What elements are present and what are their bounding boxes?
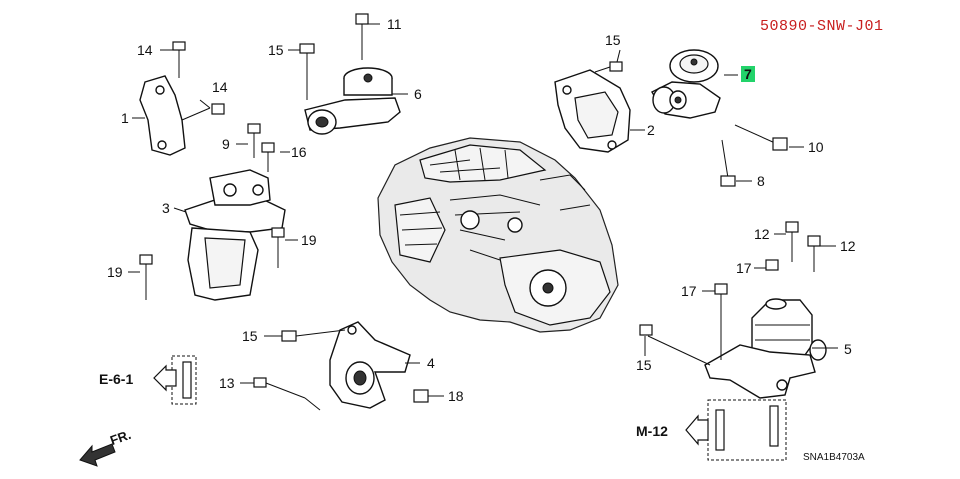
callout-12a[interactable]: 12: [754, 226, 770, 242]
callout-19b[interactable]: 19: [107, 264, 123, 280]
callout-13[interactable]: 13: [219, 375, 235, 391]
part-3-mount: [184, 169, 286, 301]
callout-12b[interactable]: 12: [840, 238, 856, 254]
m12-arrow: [685, 414, 709, 446]
callout-1[interactable]: 1: [121, 110, 129, 126]
leader-lines: [128, 23, 838, 411]
callout-4[interactable]: 4: [427, 355, 435, 371]
part-1-bracket: [139, 75, 211, 156]
callout-3[interactable]: 3: [162, 200, 170, 216]
ref-e61[interactable]: E-6-1: [99, 371, 134, 387]
figure-id: SNA1B4703A: [803, 452, 865, 463]
callout-16[interactable]: 16: [291, 144, 307, 160]
part-4-mount: [329, 321, 411, 409]
e61-arrow: [153, 364, 177, 392]
bolts: [139, 13, 821, 451]
part-code: 50890-SNW-J01: [760, 18, 884, 35]
callout-14a[interactable]: 14: [137, 42, 153, 58]
part-6-mount: [304, 67, 401, 135]
part-2-bracket: [554, 69, 631, 153]
callout-15d[interactable]: 15: [636, 357, 652, 373]
callout-19a[interactable]: 19: [301, 232, 317, 248]
callout-7[interactable]: 7: [741, 66, 755, 82]
engine-assembly: [377, 137, 619, 333]
callout-15b[interactable]: 15: [605, 32, 621, 48]
ref-m12[interactable]: M-12: [636, 423, 668, 439]
part-7-mount: [651, 49, 721, 119]
part-5-mount: [704, 298, 827, 399]
callout-8[interactable]: 8: [757, 173, 765, 189]
callout-9[interactable]: 9: [222, 136, 230, 152]
callout-5[interactable]: 5: [844, 341, 852, 357]
callout-17a[interactable]: 17: [736, 260, 752, 276]
callout-10[interactable]: 10: [808, 139, 824, 155]
callout-15a[interactable]: 15: [268, 42, 284, 58]
callout-18[interactable]: 18: [448, 388, 464, 404]
callout-2[interactable]: 2: [647, 122, 655, 138]
callout-17b[interactable]: 17: [681, 283, 697, 299]
callout-11[interactable]: 11: [387, 16, 402, 32]
callout-15c[interactable]: 15: [242, 328, 258, 344]
fr-arrow: [79, 443, 116, 467]
callout-6[interactable]: 6: [414, 86, 422, 102]
callout-14b[interactable]: 14: [212, 79, 228, 95]
